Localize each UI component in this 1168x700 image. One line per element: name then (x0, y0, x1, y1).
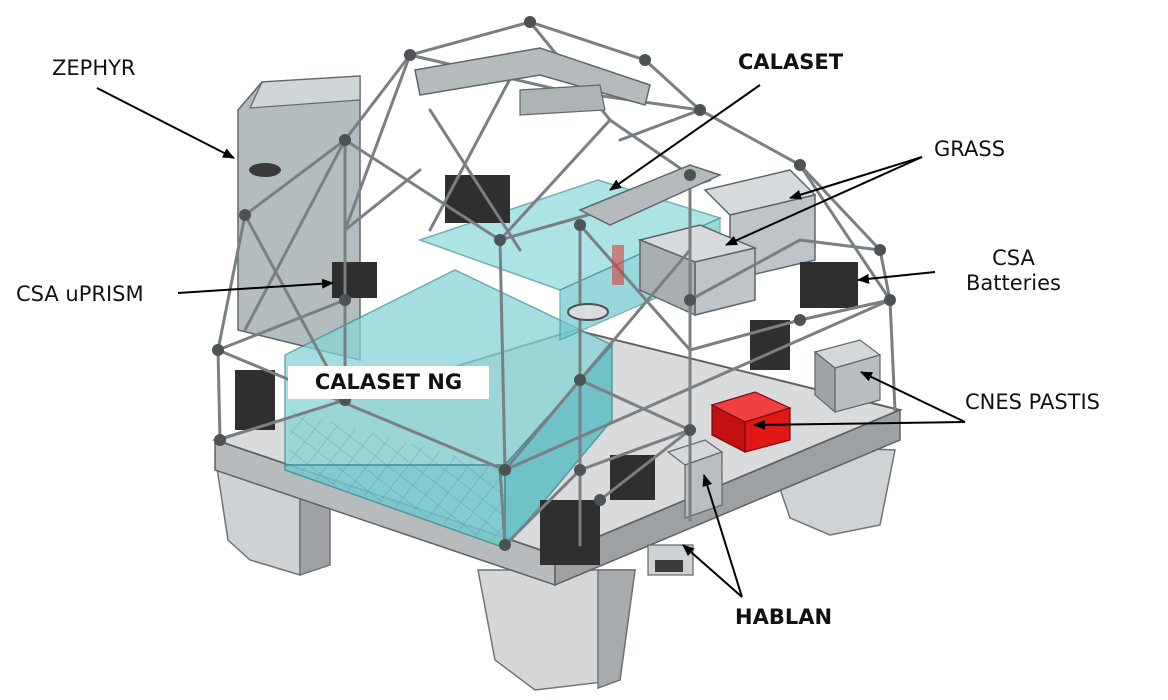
calaset-label: CALASET (738, 50, 844, 74)
small-sensor (612, 245, 624, 285)
csa-uprism-arrow (177, 278, 334, 294)
cnes-pastis-arrow-1 (860, 371, 966, 423)
hablan-arrow-2 (682, 544, 743, 598)
csa-batteries-line2: Batteries (966, 271, 1061, 296)
callout-arrows (96, 84, 966, 598)
cnes-pastis-arrow-2 (753, 419, 966, 430)
hablan-label: HABLAN (735, 605, 833, 629)
zephyr-module (237, 75, 361, 361)
cnes-pastis-label: CNES PASTIS (965, 390, 1101, 414)
csa-batteries-line1: CSA (992, 246, 1035, 270)
sensor-disc (567, 303, 609, 321)
battery-blocks (235, 175, 858, 565)
truss-nodes (212, 16, 896, 551)
grass-label: GRASS (934, 137, 1006, 161)
zephyr-arrow (96, 87, 235, 159)
grass-boxes (637, 169, 817, 317)
csa-uprism-label: CSA uPRISM (16, 282, 144, 306)
grass-arrow-1 (789, 156, 923, 200)
csa-batteries-arrow (857, 271, 936, 284)
zephyr-label: ZEPHYR (52, 56, 136, 80)
platform-feet (214, 444, 896, 691)
grass-arrow-2 (725, 156, 923, 246)
top-beam (414, 47, 723, 226)
calaset-ng-label: CALASET NG (288, 366, 489, 400)
cnes-pastis-boxes (710, 339, 882, 453)
csa-batteries-label: CSA Batteries (966, 246, 1061, 296)
calaset-ng-tank (284, 269, 614, 551)
hablan-arrow-1 (702, 474, 743, 598)
calaset-arrow (609, 84, 761, 191)
